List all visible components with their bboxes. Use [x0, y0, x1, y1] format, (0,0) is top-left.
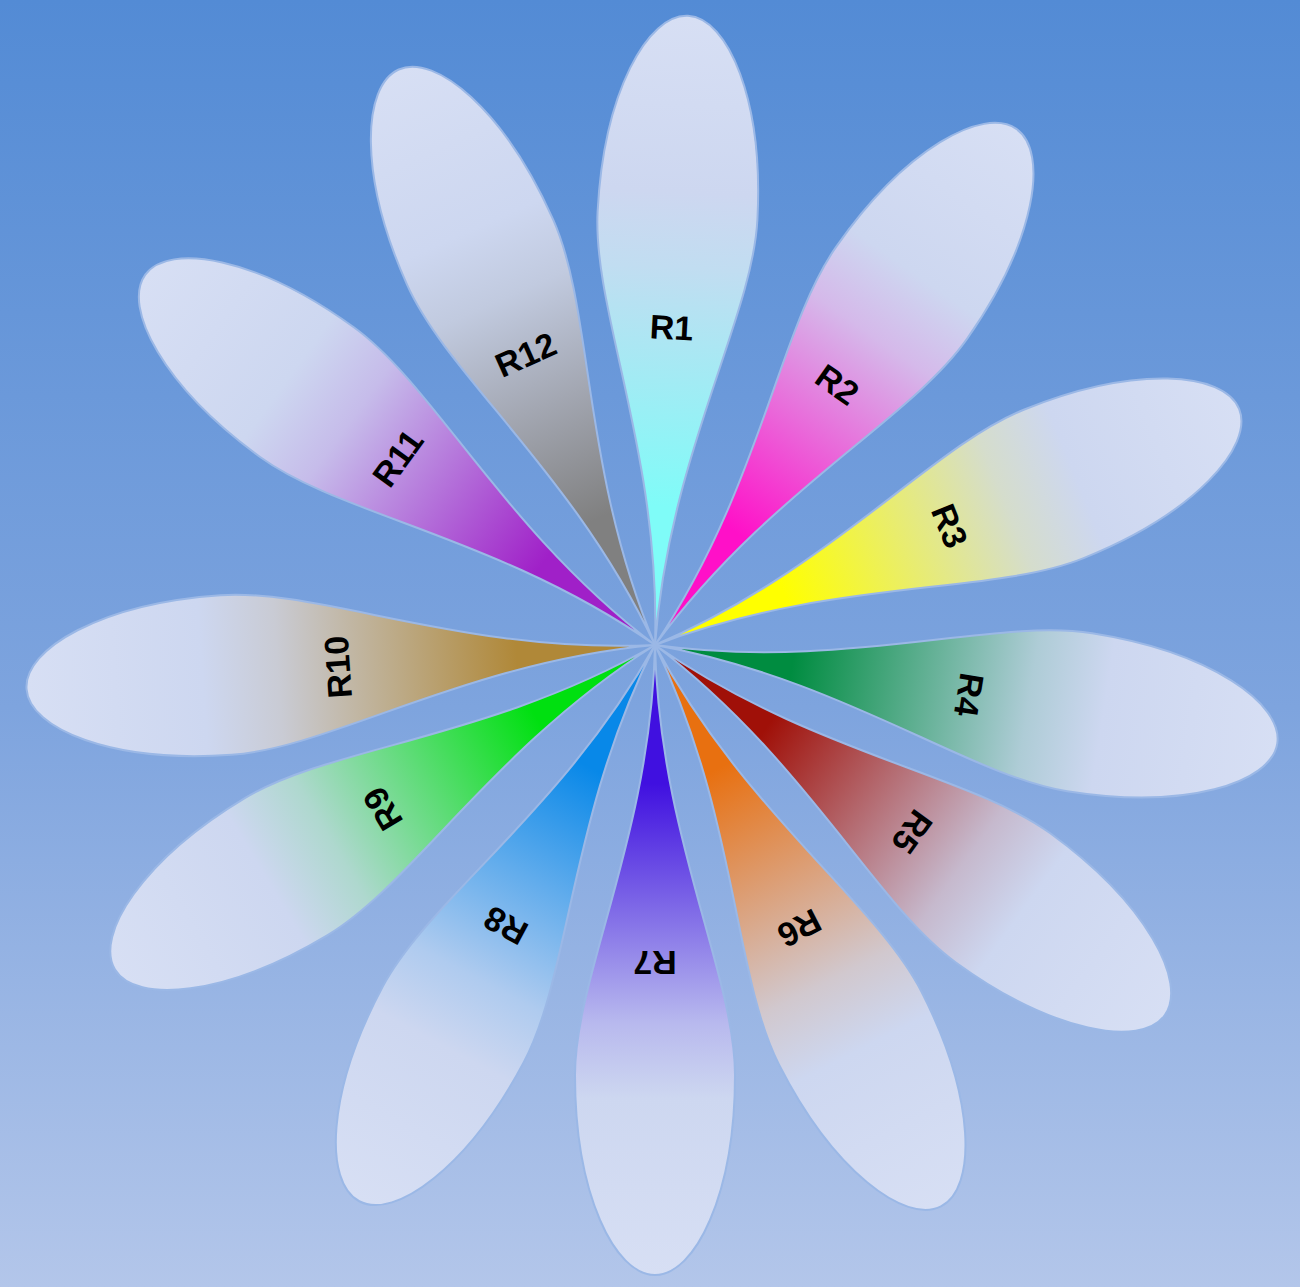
petal-outline [21, 565, 661, 769]
petal-node: R10 [21, 565, 661, 769]
petal-label: R7 [575, 943, 735, 983]
petal-outline [98, 210, 702, 710]
petal-label: R1 [591, 303, 753, 351]
petal-outline [326, 37, 728, 678]
